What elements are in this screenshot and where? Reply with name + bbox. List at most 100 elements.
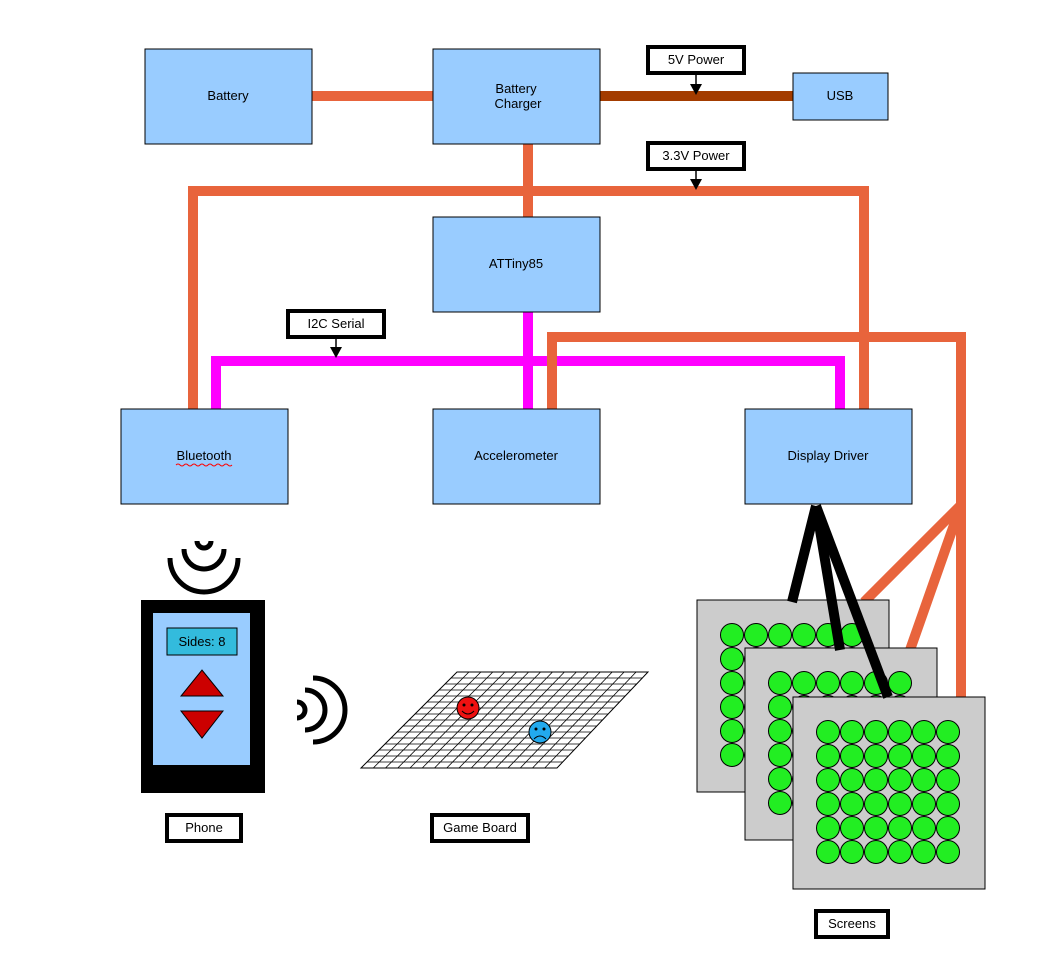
i2c-label: I2C Serial [307,316,364,331]
led-dot [912,840,936,864]
screen-power-branch-1 [860,501,965,606]
sad-face-icon [528,720,552,744]
led-dot [720,743,744,767]
signal-waves-icon [167,540,241,595]
screens [696,599,986,890]
up-arrow-icon[interactable] [179,669,225,697]
led-dot [864,816,888,840]
led-dot [744,623,768,647]
led-dot [840,840,864,864]
game-board [359,671,650,769]
led-dot [936,792,960,816]
led-dot [864,792,888,816]
led-dot [864,768,888,792]
led-dot [816,816,840,840]
board-col-line [507,671,601,769]
led-dot [768,719,792,743]
led-dot [816,768,840,792]
game-pieces [456,696,552,744]
led-dot [888,720,912,744]
driver-screen-wires [787,504,893,699]
led-dot [720,623,744,647]
sides-label: Sides: 8 [179,634,226,649]
battery-charger-block: Battery Charger [432,48,601,145]
battery-label: Battery [207,88,249,103]
led-dot [720,671,744,695]
led-dot [720,719,744,743]
spellcheck-underline [175,463,233,467]
led-dot [792,671,816,695]
screens-caption-label: Screens [828,916,876,931]
led-dot [840,816,864,840]
phone-caption: Phone [165,813,243,843]
led-dot [888,671,912,695]
led-dot [912,744,936,768]
led-dot [840,744,864,768]
phone-caption-label: Phone [185,820,223,835]
wires [188,91,966,697]
game-board-caption: Game Board [430,813,530,843]
led-dot [888,816,912,840]
led-dot [768,743,792,767]
accelerometer-label: Accelerometer [474,448,558,463]
driver-screen-wire-1 [787,504,821,604]
battery-block: Battery [144,48,313,145]
led-dot [936,816,960,840]
charger-label-line2: Charger [495,96,543,111]
display-driver-label: Display Driver [788,448,870,463]
board-col-line [544,671,637,769]
phone-signal-waves-icon [296,675,348,745]
led-dot [912,768,936,792]
led-dot [720,695,744,719]
five-v-arrow-icon [690,84,702,95]
i2c-bus [211,356,845,409]
attiny-block: ATTiny85 [432,216,601,313]
driver-screen-wire-3 [811,504,893,699]
led-dot [792,623,816,647]
game-board-caption-label: Game Board [443,820,517,835]
led-dot [816,671,840,695]
led-dot [864,840,888,864]
usb-block: USB [792,72,889,121]
blocks: Battery Battery Charger USB ATTiny85 Blu… [120,48,913,505]
screens-caption: Screens [814,909,890,939]
led-dot [936,720,960,744]
attiny-label: ATTiny85 [489,256,543,271]
led-dot [888,792,912,816]
led-dot [912,816,936,840]
three-v-callout: 3.3V Power [646,141,746,190]
board-col-line [519,671,613,769]
led-dot [816,720,840,744]
usb-label: USB [827,88,854,103]
down-arrow-icon[interactable] [179,710,225,739]
led-dot [840,768,864,792]
led-dot [912,720,936,744]
led-dot [936,840,960,864]
accelerometer-block: Accelerometer [432,408,601,505]
led-dot [816,840,840,864]
charger-label-line1: Battery [495,81,537,96]
screen-panel [792,696,986,890]
sides-display [166,627,238,656]
led-dot [768,695,792,719]
led-dot [720,647,744,671]
five-v-callout: 5V Power [646,45,746,95]
led-dot [840,792,864,816]
phone: Sides: 8 [141,600,265,793]
bluetooth-label: Bluetooth [177,448,232,463]
led-dot [936,768,960,792]
bluetooth-block: Bluetooth [120,408,289,505]
led-dot [768,623,792,647]
led-dot [816,792,840,816]
led-dot [912,792,936,816]
three-v-label: 3.3V Power [662,148,730,163]
led-dot [768,767,792,791]
screen-power-branch-2 [905,503,966,652]
happy-face-icon [456,696,480,720]
i2c-arrow-icon [330,347,342,358]
led-dot [888,744,912,768]
led-dot [840,720,864,744]
led-dot [936,744,960,768]
led-dot [768,671,792,695]
